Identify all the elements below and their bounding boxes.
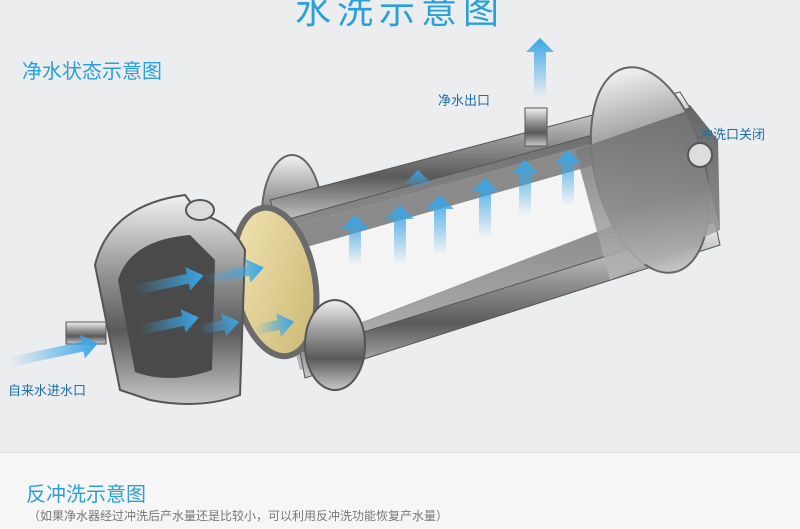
- right-end-flange: [575, 66, 720, 280]
- flow-arrow-in-6: [253, 313, 295, 337]
- flow-arrow-in-5: [198, 313, 240, 337]
- inlet-end-cap: [65, 193, 247, 405]
- flow-arrow-in-2: [133, 267, 204, 295]
- flow-arrow-in-4: [138, 309, 199, 335]
- flow-arrow-up-7: [404, 170, 432, 190]
- label-outlet: 净水出口: [438, 94, 491, 109]
- backwash-note: （如果净水器经过冲洗后产水量还是比较小，可以利用反冲洗功能恢复产水量）: [28, 509, 449, 523]
- bottom-section: [0, 452, 800, 529]
- flow-arrow-up-3: [426, 195, 454, 255]
- flow-arrow-up-8: [526, 38, 554, 98]
- flow-arrow-in-1: [8, 334, 99, 367]
- flow-arrow-in-3: [203, 259, 264, 285]
- flow-arrows-in: [8, 259, 295, 367]
- flow-arrows-up: [341, 38, 582, 265]
- flow-arrow-up-2: [386, 205, 414, 265]
- label-flush-closed: 冲洗口关闭: [700, 128, 766, 143]
- label-inlet: 自来水进水口: [8, 384, 87, 399]
- section-title-clean-state: 净水状态示意图: [22, 59, 162, 83]
- flow-arrow-up-6: [554, 150, 582, 205]
- front-flange: [304, 299, 366, 391]
- flow-arrow-up-4: [471, 178, 499, 238]
- flow-arrow-up-5: [511, 160, 539, 215]
- flow-arrow-up-1: [341, 215, 369, 265]
- section-title-backwash: 反冲洗示意图: [26, 482, 146, 506]
- top-title: 水洗示意图: [294, 0, 505, 32]
- outlet-pipe: [524, 107, 548, 147]
